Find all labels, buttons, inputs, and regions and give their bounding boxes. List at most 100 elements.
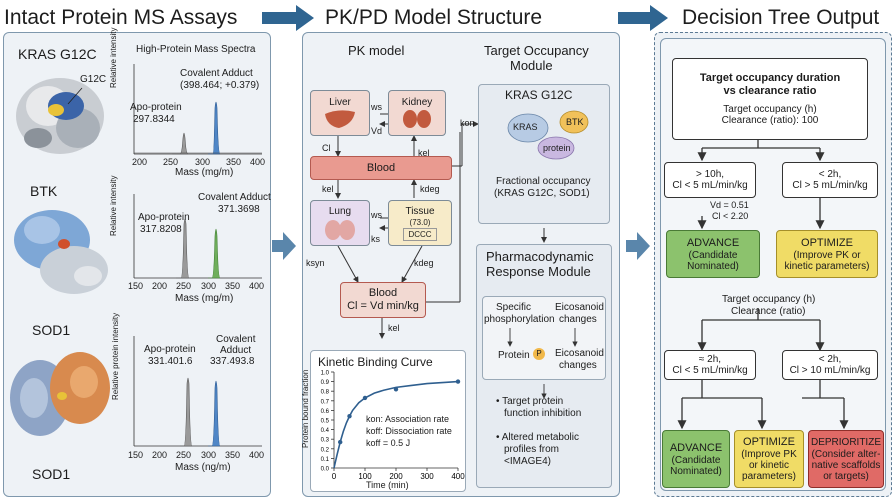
tissue-label: Tissue <box>405 205 435 217</box>
pd-ec2: changes <box>559 314 597 325</box>
blood-clearance-compartment: Blood Cl = Vd min/kg <box>340 282 426 318</box>
optimize-outcome-2: OPTIMIZE (Improve PK or kinetic paramete… <box>734 430 804 488</box>
sod1-tick-4: 350 <box>225 450 241 460</box>
branch-short-occupancy: < 2h, Cl > 5 mL/min/kg <box>782 162 878 198</box>
lung-compartment: Lung <box>310 200 370 246</box>
kras-tick-2: 300 <box>195 157 211 167</box>
btk-xlabel: Mass (mg/m) <box>175 293 234 304</box>
ws-label-1: ws <box>371 102 382 112</box>
tissue-compartment: Tissue (73.0) DCCC <box>388 200 452 246</box>
opt2b: (Improve PK <box>741 449 797 460</box>
sod1-apo-value: 331.401.6 <box>148 356 193 367</box>
kb-ytick-label-3: 0.3 <box>321 438 330 444</box>
pd-phospho-badge: P <box>533 348 545 360</box>
dep3: native scaffolds <box>811 459 881 471</box>
sod1-name: SOD1 <box>32 322 71 338</box>
kb-ytick-label-4: 0.4 <box>321 428 330 434</box>
kras-xlabel: Mass (mg/m) <box>175 167 234 178</box>
blood2-line2: Cl = Vd min/kg <box>347 300 419 312</box>
sod1-adduct-label: Covalent <box>216 334 256 345</box>
pd-connectors <box>507 328 578 399</box>
tissue-code: (73.0) <box>409 217 431 227</box>
pd-bullet2b: profiles from <box>504 444 560 455</box>
pd-bullet2c: <IMAGE4) <box>504 456 551 467</box>
to-fo-line2: (KRAS G12C, SOD1) <box>494 188 590 199</box>
header-arrow-2 <box>618 5 668 31</box>
sod1-ylabel: Relative protein intensity <box>111 312 120 400</box>
b3b: Cl < 5 mL/min/kg <box>672 365 748 376</box>
kidney-compartment: Kidney <box>388 90 446 136</box>
kras-tick-0: 200 <box>132 157 148 167</box>
kidney-label: Kidney <box>401 96 433 108</box>
decision-connectors <box>677 140 849 430</box>
btk-ylabel: Relative intensity <box>109 175 118 236</box>
kb-ytick-label-6: 0.6 <box>321 409 330 415</box>
pd-bullet1a: • Target protein <box>496 396 564 407</box>
kon-label: kon <box>460 118 475 128</box>
b2a: < 2h, <box>818 169 842 180</box>
root-title-2: vs clearance ratio <box>723 85 817 97</box>
kb-xtick-label-3: 300 <box>420 472 434 481</box>
btk-adduct-value: 371.3698 <box>218 204 260 215</box>
sod1-tick-2: 250 <box>176 450 192 460</box>
btk-apo-label: Apo-protein <box>138 212 190 223</box>
decision-root-box: Target occupancy duration vs clearance r… <box>672 58 868 140</box>
kb-xtick-label-2: 200 <box>389 472 403 481</box>
adv1c: Nominated) <box>687 260 739 272</box>
btk-adduct-label: Covalent Adduct <box>198 192 271 203</box>
kb-point-2 <box>362 395 368 401</box>
root-q1b: Clearance (ratio): 100 <box>721 115 819 126</box>
liver-compartment: Liver <box>310 90 370 136</box>
kel-label-3: kel <box>388 323 400 333</box>
q2a: Target occupancy (h) <box>722 294 816 305</box>
q2b: Clearance (ratio) <box>731 306 806 317</box>
sod1-tick-0: 150 <box>128 450 144 460</box>
kb-ytick-label-7: 0.7 <box>321 399 330 405</box>
kb-point-4 <box>455 379 461 384</box>
dep4: or targets) <box>823 470 869 482</box>
kb-koff2: koff = 0.5 J <box>366 438 411 448</box>
b3a: ≈ 2h, <box>698 354 722 365</box>
advance-outcome-2: ADVANCE (Candidate Nominated) <box>662 430 730 488</box>
sod1-adduct-peak <box>208 380 221 447</box>
to-fo-line1: Fractional occupancy <box>496 176 591 187</box>
sod1-xlabel: Mass (ng/m) <box>175 462 231 473</box>
kb-point-0 <box>338 439 343 445</box>
to-node-btk: BTK <box>566 117 584 127</box>
opt1c: kinetic parameters) <box>784 260 870 272</box>
vd-note: Vd = 0.51 <box>710 200 749 210</box>
adv1b: (Candidate <box>688 249 738 261</box>
pd-ec1: Eicosanoid <box>555 302 604 313</box>
b4a: < 2h, <box>818 354 842 365</box>
btk-structure-icon <box>14 210 108 294</box>
adv2c: Nominated) <box>670 465 722 477</box>
to-title-1: Target Occupancy <box>484 43 589 58</box>
ks-label: ks <box>371 234 380 244</box>
branch-short-high-clearance: < 2h, Cl > 10 mL/min/kg <box>782 350 878 380</box>
kb-ytick-label-1: 0.1 <box>321 457 330 463</box>
ws-label-2: ws <box>371 210 382 220</box>
to-node-protein: protein <box>543 143 571 153</box>
pd-ec4: changes <box>559 360 597 371</box>
btk-apo-peak <box>176 218 190 279</box>
pd-sp2: phosphorylation <box>484 314 555 325</box>
pd-sp1: Specific <box>496 302 532 313</box>
kras-spectrum <box>133 64 262 155</box>
root-title-1: Target occupancy duration <box>699 72 841 84</box>
kb-title: Kinetic Binding Curve <box>318 355 433 369</box>
kb-ytick-label-0: 0.0 <box>321 467 330 473</box>
side-arrow-2 <box>626 232 650 260</box>
kras-apo-label: Apo-protein <box>130 102 182 113</box>
liver-label: Liver <box>329 96 351 108</box>
kb-ytick-label-10: 1.0 <box>321 371 330 377</box>
pd-inner-panel <box>482 296 606 380</box>
kb-xtick-label-0: 0 <box>332 472 337 481</box>
model-header: PK/PD Model Structure <box>325 6 543 29</box>
adv2b: (Candidate <box>671 454 721 466</box>
vd-label: Vd <box>371 126 383 136</box>
kras-site-label: G12C <box>80 74 107 85</box>
decision-header: Decision Tree Output <box>682 6 880 29</box>
kb-kon: kon: Association rate <box>366 414 450 424</box>
